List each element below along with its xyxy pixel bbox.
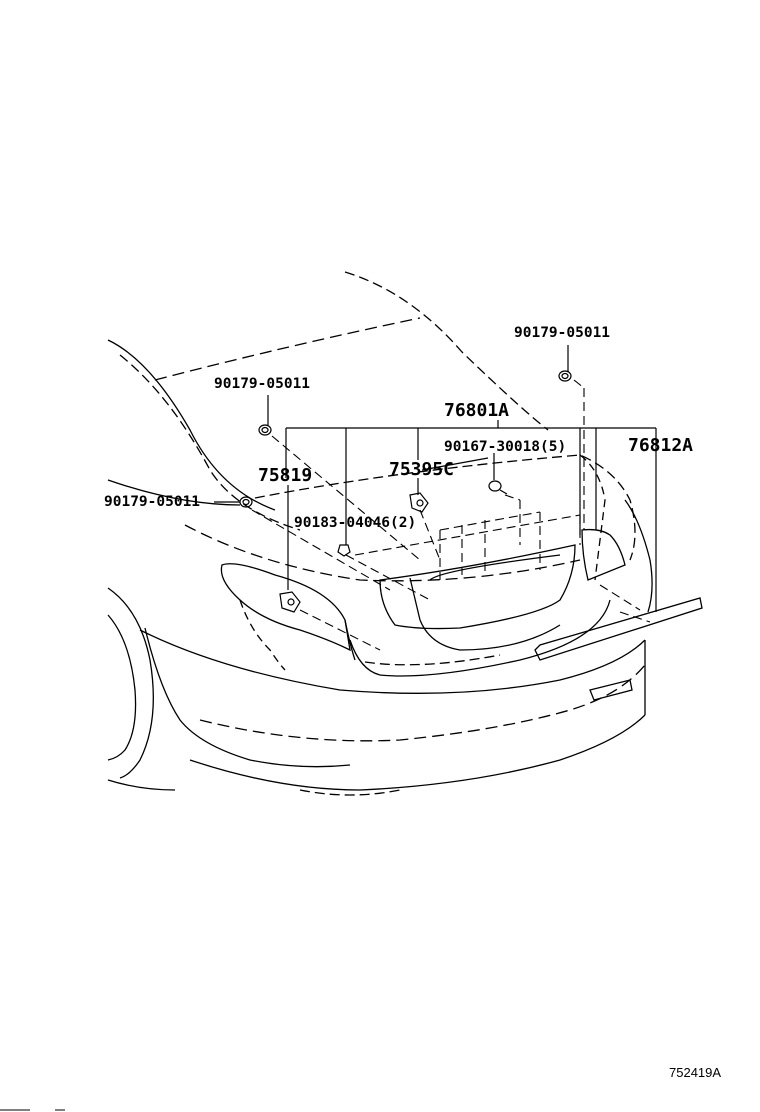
install-paths xyxy=(251,379,651,651)
wheel-arch xyxy=(107,587,176,791)
callout-clip-top-left: 90179-05011 xyxy=(214,376,311,392)
callout-moulding: 76812A xyxy=(628,435,694,456)
clip-icon xyxy=(258,424,272,436)
callout-emblem-a: 75819 xyxy=(258,465,313,486)
callout-nut: 90183-04046(2) xyxy=(294,515,417,531)
callout-clip-left: 90179-05011 xyxy=(104,494,201,510)
left-tail-lamp xyxy=(220,563,356,671)
screw-icon xyxy=(488,480,508,495)
callout-clip-top-right: 90179-05011 xyxy=(514,325,611,341)
rear-window-outline xyxy=(107,271,549,531)
license-garnish-outline xyxy=(349,544,611,677)
emblem-clip-icon xyxy=(279,591,301,613)
callout-screw: 90167-30018(5) xyxy=(444,439,567,455)
leader-lines xyxy=(214,345,657,612)
callout-garnish-assy: 76801A xyxy=(444,400,510,421)
nut-icon xyxy=(337,544,351,557)
clip-icon xyxy=(239,496,253,508)
right-tail-lamp xyxy=(581,499,653,613)
fasteners xyxy=(239,370,572,613)
emblem-clip-icon xyxy=(409,492,429,513)
rear-bumper xyxy=(139,627,646,796)
trunk-moulding xyxy=(534,597,703,661)
callout-emblem-b: 75395C xyxy=(389,459,455,480)
figure-code: 752419A xyxy=(669,1065,722,1080)
clip-icon xyxy=(558,370,572,382)
